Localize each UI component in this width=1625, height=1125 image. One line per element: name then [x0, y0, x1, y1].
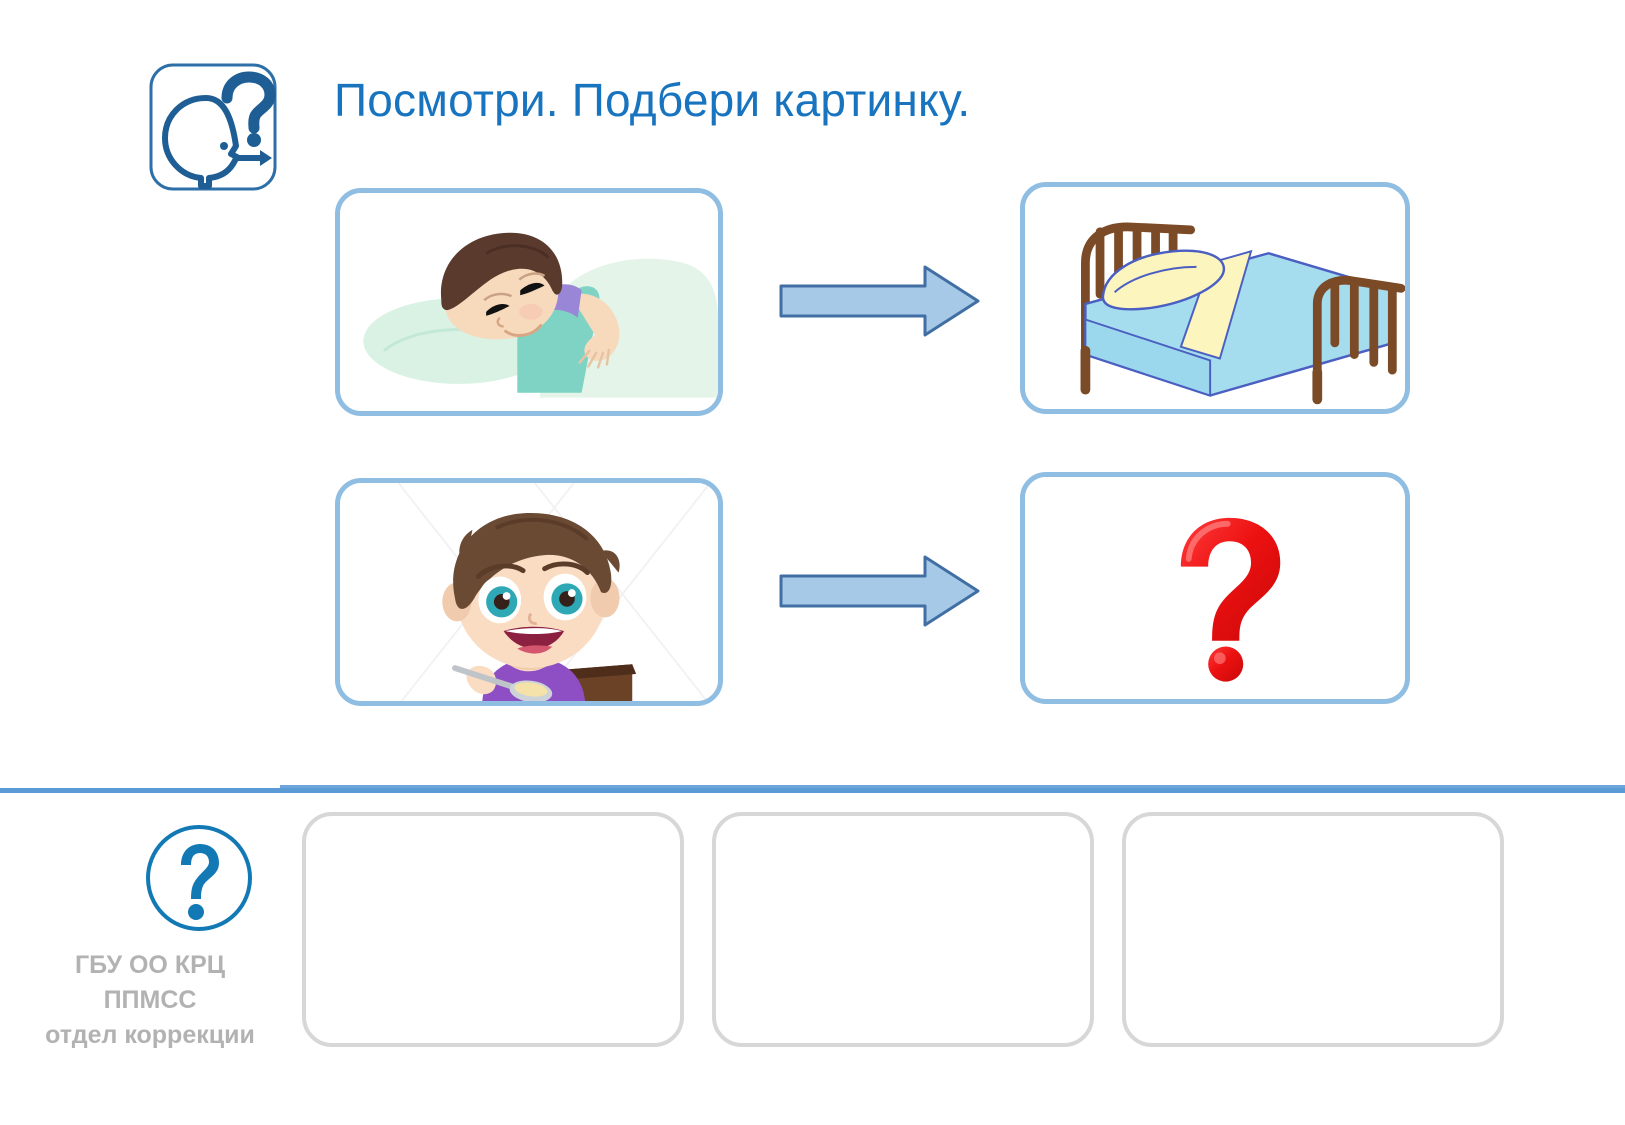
answer-slot-1[interactable]	[302, 812, 684, 1047]
brand-line-3: отдел коррекции	[45, 1021, 255, 1049]
bed-card[interactable]	[1020, 182, 1410, 414]
answer-slot-3[interactable]	[1122, 812, 1504, 1047]
bed-picture	[1025, 187, 1405, 409]
brand-line-1: ГБУ ОО КРЦ	[74, 951, 226, 979]
divider-line	[0, 788, 1625, 793]
eating-boy-picture	[340, 483, 718, 701]
brand-line-2: ППМСС	[103, 986, 197, 1014]
red-question-mark-card[interactable]	[1020, 472, 1410, 704]
eating-boy-card[interactable]	[335, 478, 723, 706]
brand-text: ГБУ ОО КРЦ ППМСС отдел коррекции	[22, 948, 278, 1053]
arrow-right-row-2	[777, 552, 982, 630]
answer-slot-2[interactable]	[712, 812, 1094, 1047]
arrow-right-row-1	[777, 262, 982, 340]
sleeping-boy-picture	[340, 193, 718, 411]
question-mark-logo	[143, 822, 255, 934]
sleeping-boy-card[interactable]	[335, 188, 723, 416]
red-question-mark	[1025, 477, 1405, 699]
divider-line-accent	[280, 785, 1625, 788]
look-and-think-icon	[148, 62, 278, 192]
page-title: Посмотри. Подбери картинку.	[334, 74, 971, 126]
